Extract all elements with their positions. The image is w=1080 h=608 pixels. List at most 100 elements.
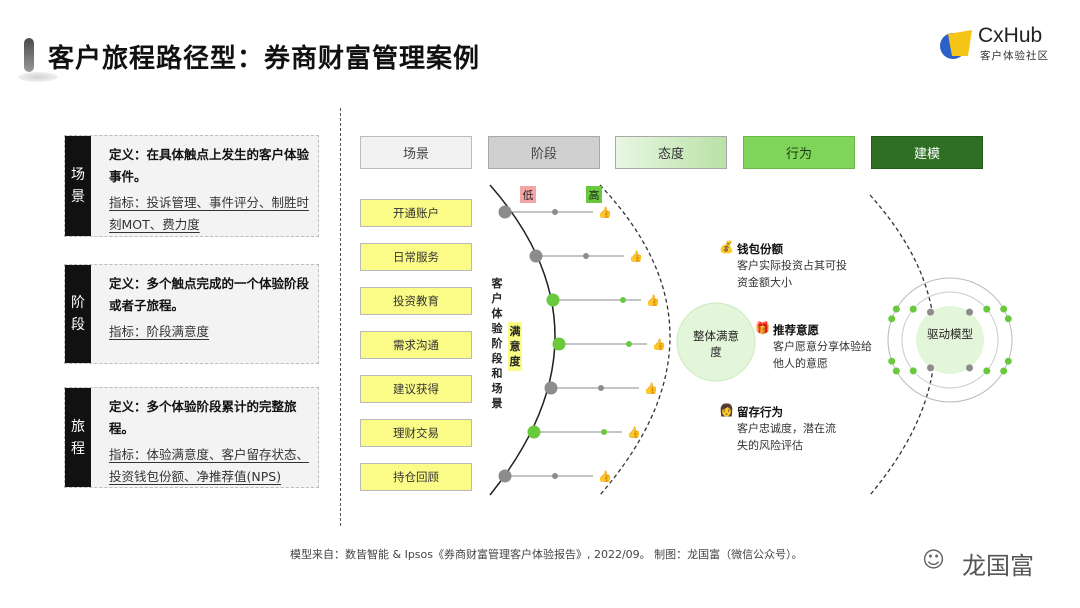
thumbs-up-icon: 👍 xyxy=(644,382,658,395)
ring-dot xyxy=(909,367,917,375)
definition-text: 定义：多个触点完成的一个体验阶段或者子旅程。 xyxy=(109,276,310,313)
behavior-title: 留存行为 xyxy=(737,405,783,419)
model-ring-outer xyxy=(887,277,1013,403)
ring-dot xyxy=(926,308,934,316)
title-accent-bar xyxy=(24,38,34,72)
model-ring-dots xyxy=(888,305,1012,375)
ring-dot xyxy=(926,364,934,372)
tab-char: 场 xyxy=(71,167,85,183)
ring-dot xyxy=(888,357,896,365)
definition-text: 定义：在具体触点上发生的客户体验事件。 xyxy=(109,147,310,184)
stage-point xyxy=(544,381,558,395)
definition-card-journey: 旅 程 定义：多个体验阶段累计的完整旅程。 指标：体验满意度、客户留存状态、投资… xyxy=(64,387,319,488)
ring-dot xyxy=(1004,357,1012,365)
satisfaction-marker xyxy=(598,385,604,391)
vertical-char: 意 xyxy=(509,340,521,353)
ring-dot xyxy=(1000,305,1008,313)
thumbs-up-icon: 👍 xyxy=(646,294,660,307)
person-icon: 👩 xyxy=(719,403,734,417)
metric-text: 指标：体验满意度、客户留存状态、投资钱包份额、净推荐值(NPS) xyxy=(109,447,310,484)
metric-text: 指标：投诉管理、事件评分、制胜时刻MOT、费力度 xyxy=(109,195,310,232)
ring-dot xyxy=(892,367,900,375)
gift-icon: 🎁 xyxy=(755,321,770,335)
ring-dot xyxy=(909,305,917,313)
source-footnote: 模型来自：数皆智能 & Ipsos《券商财富管理客户体验报告》, 2022/09… xyxy=(290,548,803,561)
scene-box: 投资教育 xyxy=(360,287,472,315)
stage-point xyxy=(552,337,566,351)
header-behavior: 行为 xyxy=(743,136,855,169)
page-title: 客户旅程路径型：券商财富管理案例 xyxy=(48,44,481,74)
overall-satisfaction-label: 整体满意度 xyxy=(693,329,739,359)
vertical-char: 度 xyxy=(509,355,521,368)
ring-dot xyxy=(983,367,991,375)
scene-box: 建议获得 xyxy=(360,375,472,403)
model-core xyxy=(916,306,984,374)
definition-card-scene: 场 景 定义：在具体触点上发生的客户体验事件。 指标：投诉管理、事件评分、制胜时… xyxy=(64,135,319,237)
tab-char: 旅 xyxy=(71,418,85,435)
vertical-char: 户 xyxy=(491,292,503,305)
ring-dot xyxy=(966,364,974,372)
header-model: 建模 xyxy=(871,136,983,169)
ring-dot xyxy=(1004,315,1012,323)
definition-tab: 阶 段 xyxy=(65,265,91,363)
tab-char: 阶 xyxy=(71,295,85,311)
stage-point xyxy=(529,249,543,263)
vertical-char: 满 xyxy=(509,325,521,338)
attitude-arc xyxy=(599,184,671,496)
ring-dot xyxy=(983,305,991,313)
satisfaction-marker xyxy=(583,253,589,259)
title-accent-shadow xyxy=(18,72,58,82)
satisfaction-label: 满意度 xyxy=(508,322,522,371)
header-stage: 阶段 xyxy=(488,136,600,169)
thumbs-up-icon: 👍 xyxy=(629,250,643,263)
satisfaction-marker xyxy=(626,341,632,347)
thumbs-up-icon: 👍 xyxy=(598,206,612,219)
scene-box: 需求沟通 xyxy=(360,331,472,359)
model-ring-middle xyxy=(901,291,999,389)
ring-dot xyxy=(966,308,974,316)
thumbs-up-icon: 👍 xyxy=(627,426,641,439)
satisfaction-marker xyxy=(552,209,558,215)
scene-box: 日常服务 xyxy=(360,243,472,271)
stage-point xyxy=(527,425,541,439)
scene-box: 开通账户 xyxy=(360,199,472,227)
ring-dot xyxy=(892,305,900,313)
behavior-title: 钱包份额 xyxy=(737,242,783,256)
vertical-char: 段 xyxy=(491,352,503,365)
vertical-char: 场 xyxy=(491,382,503,395)
logo-subtitle: 客户体验社区 xyxy=(980,50,1049,62)
vertical-char: 体 xyxy=(491,307,503,320)
vertical-divider xyxy=(340,108,341,526)
watermark: 龙国富 xyxy=(962,552,1034,580)
definition-tab: 场 景 xyxy=(65,136,91,236)
stage-arc xyxy=(489,184,556,496)
logo-brand: CxHub xyxy=(978,24,1043,47)
definition-card-stage: 阶 段 定义：多个触点完成的一个体验阶段或者子旅程。 指标：阶段满意度 xyxy=(64,264,319,364)
metric-text: 指标：阶段满意度 xyxy=(109,324,210,339)
vertical-char: 验 xyxy=(491,322,503,335)
money-bag-icon: 💰 xyxy=(719,240,734,254)
behavior-title: 推荐意愿 xyxy=(773,323,819,337)
thumbs-up-icon: 👍 xyxy=(598,470,612,483)
satisfaction-points: 👍👍👍👍👍👍👍 xyxy=(498,205,666,483)
stage-point xyxy=(546,293,560,307)
vertical-char: 景 xyxy=(491,397,503,410)
low-tag: 低 xyxy=(520,186,536,203)
vertical-char: 阶 xyxy=(491,337,503,350)
satisfaction-marker xyxy=(601,429,607,435)
tab-char: 景 xyxy=(71,189,85,205)
stage-point xyxy=(498,469,512,483)
tab-char: 程 xyxy=(71,440,85,457)
definition-text: 定义：多个体验阶段累计的完整旅程。 xyxy=(109,399,297,436)
tab-char: 段 xyxy=(71,317,85,333)
ring-dot xyxy=(1000,367,1008,375)
stage-point xyxy=(498,205,512,219)
ring-dot xyxy=(888,315,896,323)
behavior-desc: 客户愿意分享体验给他人的意愿 xyxy=(773,340,872,370)
satisfaction-marker xyxy=(620,297,626,303)
vertical-char: 和 xyxy=(491,367,503,380)
high-tag: 高 xyxy=(586,186,602,203)
scene-box: 持仓回顾 xyxy=(360,463,472,491)
stage-label: 客户体验阶段和场景 xyxy=(490,276,504,411)
